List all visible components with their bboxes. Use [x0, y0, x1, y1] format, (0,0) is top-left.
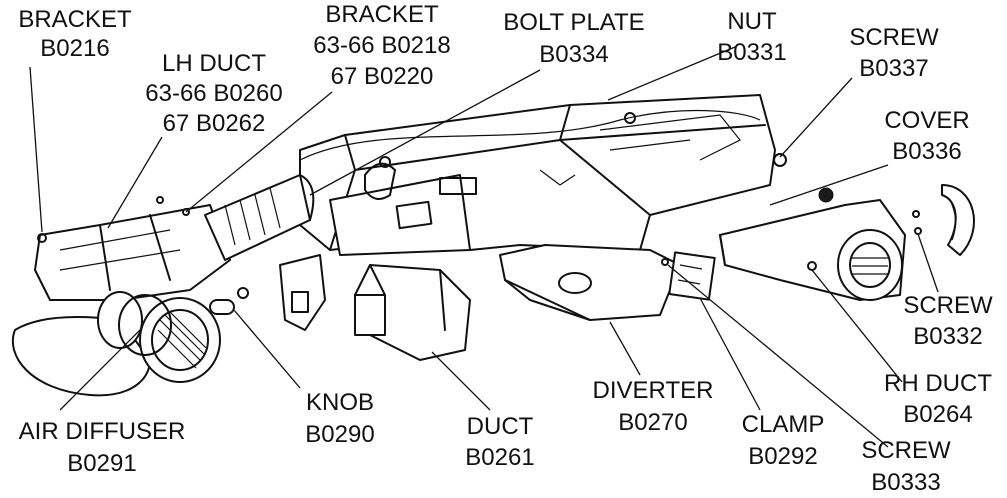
diverter-drawing: [499, 244, 681, 321]
label-bracket-b0218: BRACKET 63-66 B0218 67 B0220: [313, 1, 450, 90]
lh-duct-drawing: [34, 174, 315, 301]
label-line: 67 B0220: [331, 63, 434, 90]
label-line: BOLT PLATE: [503, 9, 644, 36]
label-line: B0333: [871, 469, 940, 496]
label-line: NUT: [727, 8, 777, 35]
label-rh-duct: RH DUCT B0264: [884, 370, 992, 428]
label-line: BRACKET: [18, 6, 132, 33]
label-screw-b0337: SCREW B0337: [849, 24, 939, 82]
label-line: 63-66 B0218: [313, 32, 450, 59]
label-line: 67 B0262: [163, 110, 266, 137]
label-bracket-b0216: BRACKET B0216: [18, 6, 132, 62]
rh-duct-drawing: [719, 199, 906, 301]
label-screw-b0333: SCREW B0333: [861, 437, 951, 496]
label-line: B0336: [892, 138, 961, 165]
label-line: CLAMP: [742, 411, 825, 438]
label-line: RH DUCT: [884, 370, 992, 397]
cover-drawing: [941, 184, 975, 256]
label-clamp: CLAMP B0292: [742, 411, 825, 470]
leader-lines: [29, 46, 939, 448]
main-housing: [299, 94, 787, 256]
label-line: B0334: [539, 41, 608, 68]
label-air-diffuser: AIR DIFFUSER B0291: [19, 418, 186, 477]
label-line: AIR DIFFUSER: [19, 418, 186, 445]
label-line: B0337: [859, 55, 928, 82]
label-line: B0292: [748, 443, 817, 470]
bracket-b0218-drawing: [279, 254, 326, 331]
label-screw-b0332: SCREW B0332: [903, 292, 993, 350]
label-line: LH DUCT: [162, 50, 266, 77]
label-duct: DUCT B0261: [465, 413, 534, 471]
label-line: B0290: [305, 421, 374, 448]
label-line: SCREW: [849, 24, 939, 51]
label-line: COVER: [884, 107, 969, 134]
label-bolt-plate: BOLT PLATE B0334: [503, 9, 644, 68]
label-line: B0264: [903, 401, 972, 428]
label-lh-duct: LH DUCT 63-66 B0260 67 B0262: [145, 50, 282, 137]
clamp-drawing: [668, 251, 716, 301]
label-diverter: DIVERTER B0270: [593, 377, 714, 436]
knob-drawing: [209, 287, 249, 315]
label-nut: NUT B0331: [717, 8, 786, 66]
label-line: DIVERTER: [593, 377, 714, 404]
label-line: B0332: [913, 323, 982, 350]
label-line: B0270: [618, 409, 687, 436]
label-cover: COVER B0336: [884, 107, 969, 165]
duct-b0261-drawing: [354, 264, 471, 361]
label-line: DUCT: [467, 413, 534, 440]
label-line: B0331: [717, 39, 786, 66]
label-line: B0291: [67, 450, 136, 477]
label-line: B0261: [465, 444, 534, 471]
label-line: 63-66 B0260: [145, 80, 282, 107]
label-line: SCREW: [903, 292, 993, 319]
label-knob: KNOB B0290: [305, 389, 374, 448]
label-line: BRACKET: [325, 1, 439, 28]
small-hardware: [37, 187, 922, 271]
label-line: KNOB: [306, 389, 374, 416]
label-line: B0216: [40, 35, 109, 62]
air-diffuser-drawing: [11, 291, 221, 397]
label-line: SCREW: [861, 437, 951, 464]
